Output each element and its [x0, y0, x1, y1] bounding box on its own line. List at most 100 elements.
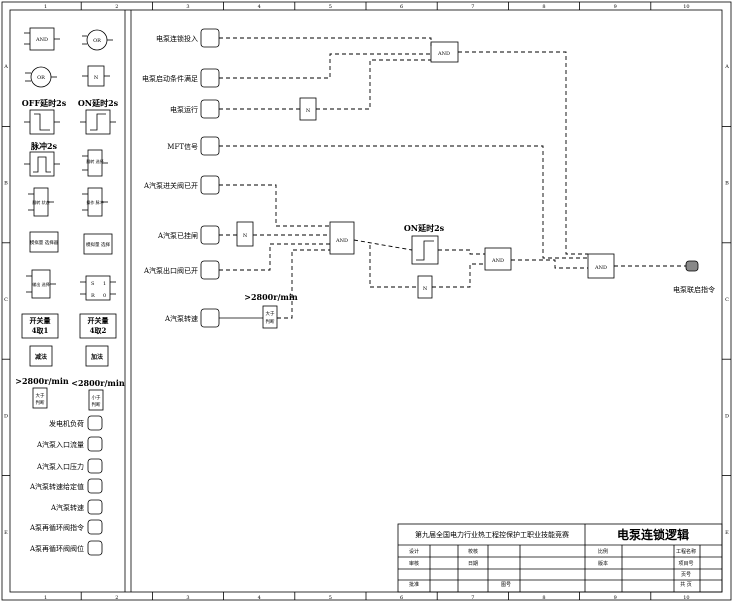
title-block-cell: 设计 [409, 548, 419, 555]
title-block-cell: 版本 [598, 560, 608, 567]
column-number: 9 [614, 595, 617, 601]
column-number: 5 [329, 4, 332, 10]
legend-block-e: 模拟量 选择器 [30, 239, 59, 246]
legend-block-c: 操作 脉冲 [86, 199, 103, 205]
legend-switch-4-2-a: 开关量 [88, 316, 109, 325]
legend-signal-box [87, 478, 103, 494]
column-number: 10 [683, 4, 689, 10]
row-letter: A [724, 64, 729, 70]
legend-or-label: OR [93, 38, 101, 44]
legend-switch-4-1 [21, 313, 59, 339]
legend-block-f: 模拟量 选择 [86, 241, 110, 248]
legend-sr-0: 0 [103, 293, 106, 299]
on-delay-block [411, 235, 439, 265]
legend-or2-label: OR [37, 75, 45, 81]
legend-signal-box [87, 540, 103, 556]
row-letter: C [725, 297, 729, 303]
and-gate-final [587, 253, 615, 279]
legend-signal-label: A汽泵转速 [50, 503, 84, 512]
input-label: 电泵启动条件满足 [142, 74, 198, 83]
input-label: 电泵运行 [170, 105, 198, 114]
column-number: 2 [115, 4, 118, 10]
column-number: 1 [44, 4, 47, 10]
and-gate-3 [484, 247, 512, 271]
legend-switch-4-1-a: 开关量 [30, 316, 51, 325]
speed-compare-block [262, 305, 278, 329]
title-block-cell: 共 页 [680, 581, 692, 588]
legend-gt-box-label-b: 判断 [36, 399, 45, 406]
legend-add-block [85, 345, 109, 367]
title-block-cell: 项目号 [678, 561, 693, 567]
title-block-cell: 审核 [409, 560, 419, 567]
legend-block-g: 输出 选择 [32, 281, 49, 287]
legend-signal-list: 发电机负荷A汽泵入口流量A汽泵入口压力A汽泵转速给定值A汽泵转速A泵再循环阀指令… [29, 415, 103, 556]
not-gate-3-label: N [423, 286, 428, 292]
input-terminal [200, 99, 220, 119]
output-connector-icon [685, 260, 699, 272]
column-number: 4 [258, 4, 261, 10]
input-terminal [200, 225, 220, 245]
title-block-cell: 日期 [468, 561, 478, 567]
row-letter: B [725, 181, 729, 187]
input-label: MFT信号 [167, 142, 198, 151]
input-label: A汽泵进关阀已开 [143, 181, 198, 190]
legend-lt-box-label-a: 小于 [92, 394, 101, 401]
title-block-cell: 工程名称 [676, 548, 696, 555]
legend-signal-label: A汽泵入口压力 [36, 462, 84, 471]
legend-analog-selector [29, 231, 59, 253]
legend-switch-4-2 [79, 313, 117, 339]
not-gate-1-label: N [306, 108, 311, 114]
legend-not-label: N [94, 75, 99, 81]
row-letter: B [4, 181, 8, 187]
legend-and-label: AND [35, 37, 48, 43]
legend-sub-label: 减法 [35, 353, 47, 361]
legend-signal-label: A泵再循环阀阀位 [29, 544, 84, 553]
row-letter: E [725, 530, 729, 536]
legend-signal-box [87, 415, 103, 431]
input-label: A汽泵已挂闸 [157, 231, 198, 240]
column-number: 7 [471, 4, 474, 10]
legend-analog-select [83, 233, 113, 255]
not-gate-2-label: N [243, 233, 248, 239]
column-number: 6 [400, 595, 403, 601]
legend-off-delay-label: OFF延时2s [22, 98, 67, 108]
legend-gt-label: >2800r/min [15, 376, 69, 386]
column-number: 5 [329, 595, 332, 601]
legend-signal-box [87, 519, 103, 535]
legend-switch-4-2-b: 4取2 [90, 326, 107, 335]
title-block-cell: 页号 [681, 572, 691, 578]
legend-gt-box-label-a: 大于 [36, 392, 45, 399]
legend-add-label: 加法 [90, 353, 103, 361]
column-number: 3 [186, 595, 189, 601]
legend-sr-latch [85, 275, 111, 301]
legend-signal-label: A泵再循环阀指令 [29, 523, 84, 532]
input-terminal [200, 136, 220, 156]
column-number: 8 [542, 595, 545, 601]
row-letter: D [4, 413, 8, 419]
row-letter: E [4, 530, 8, 536]
legend-switch-4-1-b: 4取1 [32, 326, 49, 335]
column-number: 2 [115, 595, 118, 601]
legend-signal-box [87, 436, 103, 452]
legend-block-b: 翻转 状态 [32, 199, 49, 205]
speed-threshold-label: >2800r/min [244, 292, 298, 302]
row-letter: D [725, 413, 729, 419]
title-block-cell: 校核 [468, 548, 478, 555]
input-label: A汽泵出口阀已开 [143, 266, 198, 275]
column-number: 10 [683, 595, 689, 601]
title-block: 第九届全国电力行业热工程控保护工职业技能竞赛 电泵连锁逻辑 设计审核批准校核日期… [397, 523, 723, 593]
title-block-cell: 图号 [501, 582, 511, 588]
input-terminal [200, 260, 220, 280]
input-terminal [200, 68, 220, 88]
column-number: 3 [186, 4, 189, 10]
legend-sr-r: R [91, 293, 95, 299]
column-number: 8 [542, 4, 545, 10]
legend-signal-label: A汽泵入口流量 [36, 440, 84, 449]
input-label: 电泵连锁投入 [156, 34, 198, 43]
title-block-cell: 比例 [598, 548, 608, 555]
